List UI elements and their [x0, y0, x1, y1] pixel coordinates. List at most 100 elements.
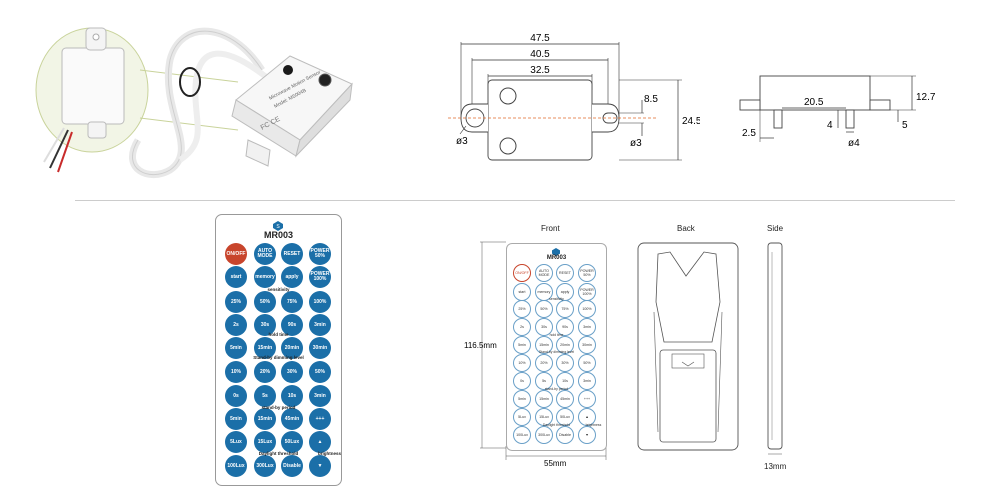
- remote-front-button-r2c0[interactable]: 25%: [513, 300, 531, 318]
- remote-button-r4c2[interactable]: 20min: [281, 337, 303, 359]
- magnified-module: [61, 47, 125, 125]
- remote-front-button-r4c0[interactable]: 5min: [513, 336, 531, 354]
- remote-button-r1c1[interactable]: memory: [254, 266, 276, 288]
- side-dimension-drawing: 12.7 20.5 2.5 4 5 ø4: [739, 75, 936, 149]
- remote-section-label: hold time: [268, 332, 289, 337]
- remote-button-r5c2[interactable]: 30%: [281, 361, 303, 383]
- remote-front-button-r5c2[interactable]: 30%: [556, 354, 574, 372]
- remote-button-r3c3[interactable]: 3min: [309, 314, 331, 336]
- remote-button-r3c2[interactable]: 90s: [281, 314, 303, 336]
- remote-front-button-r2c3[interactable]: 100%: [578, 300, 596, 318]
- remote-front-button-r6c1[interactable]: 5s: [535, 372, 553, 390]
- remote-front-section-label: hold time: [549, 333, 564, 337]
- remote-brightness-label: brightness: [317, 451, 341, 456]
- front-dimension-drawing: 47.5 40.5 32.5 24.5 8.5 ø3 ø3: [448, 33, 700, 161]
- sensor-photo: Microwave Motion Sensor Model: MS004B FC…: [35, 27, 353, 178]
- remote-front-button-r0c1[interactable]: AUTO MODE: [535, 264, 553, 282]
- remote-button-r6c3[interactable]: 3min: [309, 385, 331, 407]
- remote-front-button-r9c2[interactable]: Disable: [556, 426, 574, 444]
- remote-button-r2c1[interactable]: 50%: [254, 291, 276, 313]
- remote-button-r3c1[interactable]: 30s: [254, 314, 276, 336]
- remote-front-button-r4c1[interactable]: 15min: [535, 336, 553, 354]
- remote-front-button-r0c3[interactable]: POWER 50%: [578, 264, 596, 282]
- remote-front-button-r6c2[interactable]: 10s: [556, 372, 574, 390]
- remote-button-r9c2[interactable]: Disable: [281, 455, 303, 477]
- remote-front-button-r6c3[interactable]: 3min: [578, 372, 596, 390]
- remote-button-r4c3[interactable]: 30min: [309, 337, 331, 359]
- dim-pin-dia: ø4: [848, 138, 860, 149]
- view-title-side: Side: [767, 224, 784, 233]
- remote-button-r8c3[interactable]: ▲: [309, 431, 331, 453]
- battery-cover: [659, 349, 717, 443]
- dim-side-width: 20.5: [804, 97, 824, 108]
- remote-front-button-r9c0[interactable]: 100Lux: [513, 426, 531, 444]
- remote-front-button-r8c2[interactable]: 50Lux: [556, 408, 574, 426]
- remote-button-r9c3[interactable]: ▼: [309, 455, 331, 477]
- remote-front-button-r3c0[interactable]: 2s: [513, 318, 531, 336]
- remote-button-r6c2[interactable]: 10s: [281, 385, 303, 407]
- remote-front-button-r7c1[interactable]: 15min: [535, 390, 553, 408]
- remote-front-button-r3c2[interactable]: 90s: [556, 318, 574, 336]
- remote-button-r4c0[interactable]: 5min: [225, 337, 247, 359]
- remote-front-button-r0c0[interactable]: ON/OFF: [513, 264, 531, 282]
- remote-button-r8c0[interactable]: 5Lux: [225, 431, 247, 453]
- remote-front-button-r4c2[interactable]: 20min: [556, 336, 574, 354]
- remote-button-r4c1[interactable]: 15min: [254, 337, 276, 359]
- remote-button-r1c2[interactable]: apply: [281, 266, 303, 288]
- remote-front-button-r7c0[interactable]: 5min: [513, 390, 531, 408]
- remote-button-r0c1[interactable]: AUTO MODE: [254, 243, 276, 265]
- remote-front-button-r9c1[interactable]: 300Lux: [535, 426, 553, 444]
- remote-button-r1c0[interactable]: start: [225, 266, 247, 288]
- front-view-dims: 116.5mm 55mm: [464, 241, 607, 468]
- dim-overall-width: 47.5: [530, 33, 550, 44]
- remote-front-button-r2c1[interactable]: 50%: [535, 300, 553, 318]
- dim-pin-offset: 2.5: [742, 128, 756, 139]
- remote-front-brightness-label: brightness: [585, 423, 602, 427]
- remote-front-button-r3c3[interactable]: 3min: [578, 318, 596, 336]
- remote-button-r9c1[interactable]: 300Lux: [254, 455, 276, 477]
- remote-button-r5c1[interactable]: 20%: [254, 361, 276, 383]
- remote-front-button-r5c0[interactable]: 10%: [513, 354, 531, 372]
- remote-button-r6c0[interactable]: 0s: [225, 385, 247, 407]
- remote-button-r2c0[interactable]: 25%: [225, 291, 247, 313]
- remote-button-r2c2[interactable]: 75%: [281, 291, 303, 313]
- pin-right: [845, 109, 855, 129]
- remote-front-button-r6c0[interactable]: 0s: [513, 372, 531, 390]
- remote-button-r8c2[interactable]: 50Lux: [281, 431, 303, 453]
- remote-button-r0c2[interactable]: RESET: [281, 243, 303, 265]
- remote-front-button-r7c2[interactable]: 45min: [556, 390, 574, 408]
- remote-front-button-r8c3[interactable]: ▲: [578, 408, 596, 426]
- remote-button-r5c0[interactable]: 10%: [225, 361, 247, 383]
- remote-button-r7c1[interactable]: 15min: [254, 408, 276, 430]
- remote-front-button-r9c3[interactable]: ▼: [578, 426, 596, 444]
- remote-front-button-r4c3[interactable]: 30min: [578, 336, 596, 354]
- remote-button-r7c2[interactable]: 45min: [281, 408, 303, 430]
- remote-section-label: sensitivity: [267, 287, 290, 292]
- dim-remote-depth: 13mm: [764, 462, 787, 471]
- remote-model: MR003: [263, 230, 293, 240]
- dim-hole-dia-left: ø3: [456, 136, 468, 147]
- remote-front-button-r5c1[interactable]: 20%: [535, 354, 553, 372]
- remote-button-r8c1[interactable]: 15Lux: [254, 431, 276, 453]
- remote-button-r1c3[interactable]: POWER 100%: [309, 266, 331, 288]
- remote-front-button-r8c0[interactable]: 5Lux: [513, 408, 531, 426]
- remote-front-button-r0c2[interactable]: RESET: [556, 264, 574, 282]
- remote-button-r9c0[interactable]: 100Lux: [225, 455, 247, 477]
- remote-button-r7c3[interactable]: +++: [309, 408, 331, 430]
- remote-front-button-r5c3[interactable]: 50%: [578, 354, 596, 372]
- dim-body-height: 24.5: [682, 116, 700, 127]
- remote-front-button-r7c3[interactable]: +++: [578, 390, 596, 408]
- remote-front-button-r3c1[interactable]: 30s: [535, 318, 553, 336]
- remote-front-section-label: sensitivity: [549, 297, 564, 301]
- remote-button-r7c0[interactable]: 5min: [225, 408, 247, 430]
- remote-button-r2c3[interactable]: 100%: [309, 291, 331, 313]
- remote-front-button-r2c2[interactable]: 75%: [556, 300, 574, 318]
- remote-back-view: [637, 242, 739, 451]
- sensor-lens: [283, 65, 293, 75]
- remote-button-r3c0[interactable]: 2s: [225, 314, 247, 336]
- remote-button-r0c0[interactable]: ON/OFF: [225, 243, 247, 265]
- remote-front-button-r8c1[interactable]: 15Lux: [535, 408, 553, 426]
- remote-button-r6c1[interactable]: 5s: [254, 385, 276, 407]
- remote-button-r0c3[interactable]: POWER 50%: [309, 243, 331, 265]
- remote-button-r5c3[interactable]: 50%: [309, 361, 331, 383]
